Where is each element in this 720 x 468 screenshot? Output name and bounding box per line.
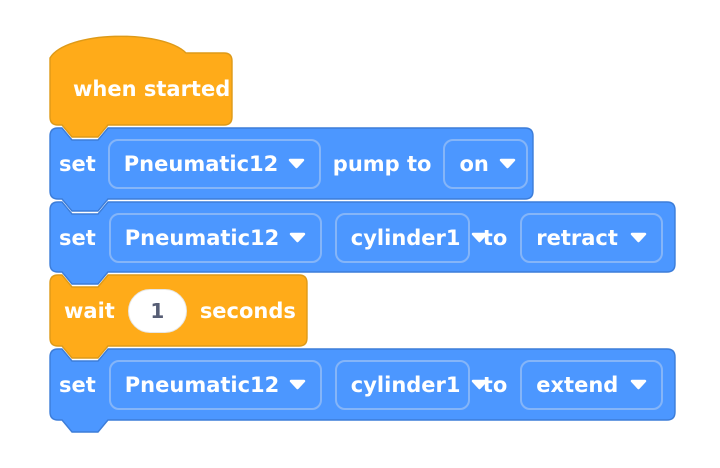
device-dropdown[interactable]: Pneumatic12 xyxy=(108,212,322,263)
cylinder-state-dropdown[interactable]: extend xyxy=(520,359,664,410)
duration-value: 1 xyxy=(150,298,165,323)
device-dropdown[interactable]: Pneumatic12 xyxy=(107,138,321,189)
device-dropdown-value: Pneumatic12 xyxy=(124,225,280,250)
device-dropdown-value: Pneumatic12 xyxy=(123,151,279,176)
chevron-down-icon xyxy=(288,158,305,169)
chevron-down-icon xyxy=(630,232,647,243)
chevron-down-icon xyxy=(289,232,306,243)
cylinder-dropdown-value: cylinder1 xyxy=(350,372,461,397)
cylinder-dropdown[interactable]: cylinder1 xyxy=(334,212,487,263)
cylinder-state-dropdown[interactable]: retract xyxy=(520,212,664,263)
device-dropdown[interactable]: Pneumatic12 xyxy=(108,359,322,410)
chevron-down-icon xyxy=(289,379,306,390)
cylinder-state-dropdown-value: retract xyxy=(536,225,618,250)
chevron-down-icon xyxy=(471,379,488,390)
set-extend-row: set Pneumatic12 cylinder1 to extend xyxy=(50,349,684,420)
when-started-hat-block[interactable] xyxy=(49,35,233,138)
pump-state-dropdown[interactable]: on xyxy=(443,138,529,189)
chevron-down-icon xyxy=(630,379,647,390)
cylinder-dropdown-value: cylinder1 xyxy=(350,225,461,250)
cylinder-state-dropdown-value: extend xyxy=(536,372,619,397)
chevron-down-icon xyxy=(499,158,516,169)
device-dropdown-value: Pneumatic12 xyxy=(124,372,280,397)
set-retract-row: set Pneumatic12 cylinder1 to retract xyxy=(50,202,684,273)
cylinder-dropdown[interactable]: cylinder1 xyxy=(334,359,487,410)
chevron-down-icon xyxy=(471,232,488,243)
pump-state-dropdown-value: on xyxy=(459,151,489,176)
set-pump-row: set Pneumatic12 pump to on xyxy=(50,128,542,199)
duration-input[interactable]: 1 xyxy=(127,288,187,333)
